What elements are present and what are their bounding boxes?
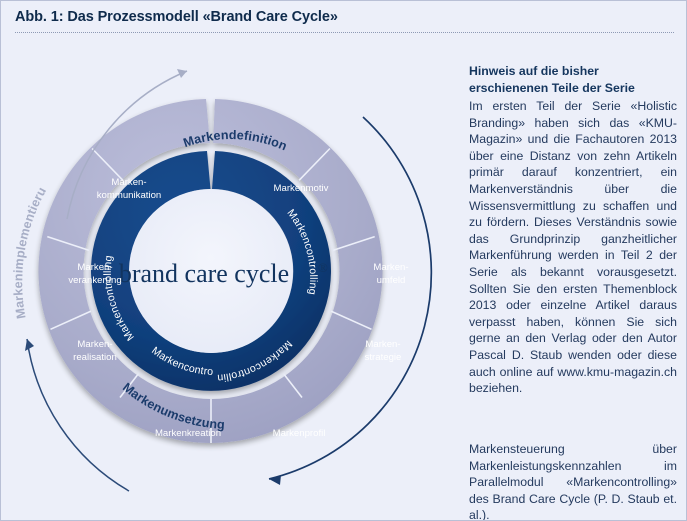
outer-segment-labels: Markenmotiv Marken- umfeld Marken- strat… xyxy=(68,177,408,439)
segment-markenmotiv[interactable]: Markenmotiv xyxy=(274,183,329,194)
svg-text:Markenkreation: Markenkreation xyxy=(155,428,221,439)
svg-text:strategie: strategie xyxy=(365,352,402,363)
arrow-markenumsetzung xyxy=(268,116,433,485)
svg-text:Markenprofil: Markenprofil xyxy=(273,428,326,439)
segment-markenstrategie[interactable]: Marken- strategie xyxy=(365,339,402,363)
svg-text:Marken-: Marken- xyxy=(365,339,400,350)
svg-text:kommunikation: kommunikation xyxy=(97,190,162,201)
svg-text:Marken-: Marken- xyxy=(77,339,112,350)
svg-text:Markenmotiv: Markenmotiv xyxy=(274,183,329,194)
title-divider xyxy=(15,32,674,33)
inner-ring-disc xyxy=(91,151,331,391)
svg-text:Marken-: Marken- xyxy=(373,262,408,273)
outer-ring-dividers xyxy=(47,147,375,443)
segment-markenprofil[interactable]: Markenprofil xyxy=(273,428,326,439)
sidebar-note: Hinweis auf die bisher erschienenen Teil… xyxy=(469,63,677,397)
sidebar-heading: Hinweis auf die bisher erschienenen Teil… xyxy=(469,63,677,96)
center-label: brand care cycle xyxy=(119,259,289,288)
inner-ring-group xyxy=(91,151,331,391)
svg-text:Marken-: Marken- xyxy=(77,262,112,273)
sidebar-body: Im ersten Teil der Serie «Holistic Brand… xyxy=(469,99,677,396)
segment-markenumfeld[interactable]: Marken- umfeld xyxy=(373,262,408,286)
segment-markenkommunikation[interactable]: Marken- kommunikation xyxy=(97,177,162,201)
brand-care-cycle-diagram: brand care cycle ® Markenmotiv Marken- u… xyxy=(1,39,461,520)
figure-caption: Markensteuerung über Markenleistungskenn… xyxy=(469,441,677,521)
segment-markenkreation[interactable]: Markenkreation xyxy=(155,428,221,439)
caption-text: Markensteuerung über Markenleistungskenn… xyxy=(469,442,677,521)
arrow-markendefinition xyxy=(66,69,188,220)
page-title: Abb. 1: Das Prozessmodell «Brand Care Cy… xyxy=(15,9,338,25)
svg-text:realisation: realisation xyxy=(73,352,117,363)
segment-markenverankerung[interactable]: Marken- verankerung xyxy=(68,262,121,286)
sidebar-heading-line1: Hinweis auf die bisher xyxy=(469,64,599,78)
svg-text:verankerung: verankerung xyxy=(68,275,121,286)
segment-markenrealisation[interactable]: Marken- realisation xyxy=(73,339,117,363)
sidebar-heading-line2: erschienenen Teile der Serie xyxy=(469,80,635,95)
cycle-core xyxy=(129,189,293,353)
svg-text:Marken-: Marken- xyxy=(111,177,146,188)
svg-text:umfeld: umfeld xyxy=(377,275,406,286)
arrow-markenimplementierung xyxy=(25,338,130,492)
registered-mark: ® xyxy=(318,260,328,275)
